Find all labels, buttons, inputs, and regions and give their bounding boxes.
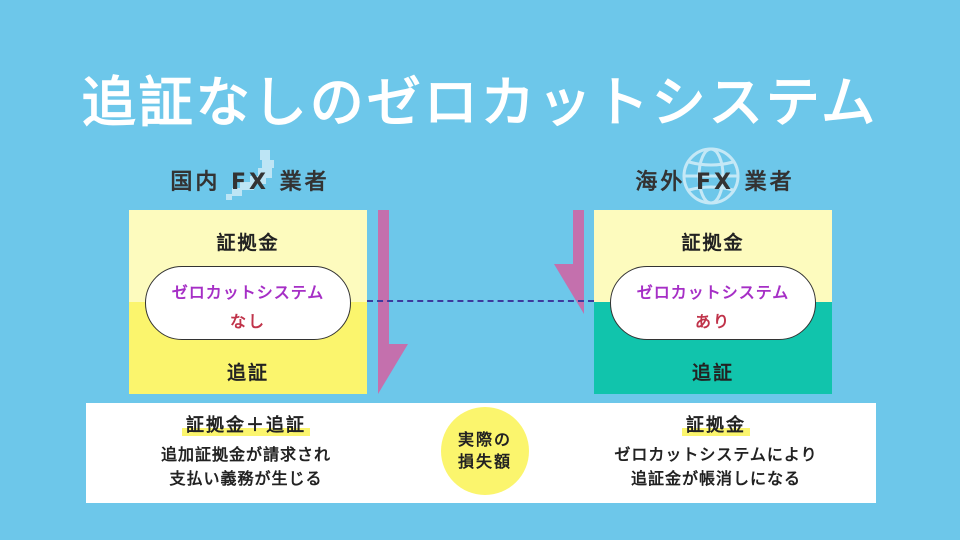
zero-cut-status: あり [694,312,731,331]
globe-icon [682,147,740,205]
margin-label: 証拠金 [216,232,280,254]
domestic-broker-box: 証拠金 ゼロカットシステム なし 追証 [129,210,367,394]
zero-cut-status-pill: ゼロカットシステム なし [145,266,351,340]
overseas-broker-label: 海外 FX 業者 [635,170,795,195]
overseas-broker-box: 証拠金 ゼロカットシステム あり 追証 [594,210,832,394]
loss-arrow-short [554,210,584,314]
loss-arrow-long [378,210,408,394]
diagram-title: 追証なしのゼロカットシステム [81,71,879,134]
zero-cut-line [367,300,594,302]
zero-cut-label: ゼロカットシステム [171,283,325,302]
zero-cut-label: ゼロカットシステム [636,283,790,302]
overseas-loss-heading: 証拠金 [556,411,876,437]
margin-label: 証拠金 [681,232,745,254]
zero-cut-status-pill: ゼロカットシステム あり [610,266,816,340]
margin-call-label: 追証 [226,362,269,384]
overseas-loss-description: ゼロカットシステムにより 追証金が帳消しになる [614,445,818,488]
zero-cut-status: なし [229,312,266,331]
japan-map-icon [226,150,274,200]
actual-loss-badge: 実際の 損失額 [441,407,529,495]
domestic-loss-heading: 証拠金＋追証 [86,411,406,437]
margin-call-label: 追証 [691,362,734,384]
domestic-broker-label: 国内 FX 業者 [170,170,330,195]
domestic-loss-description: 追加証拠金が請求され 支払い義務が生じる [160,445,331,488]
